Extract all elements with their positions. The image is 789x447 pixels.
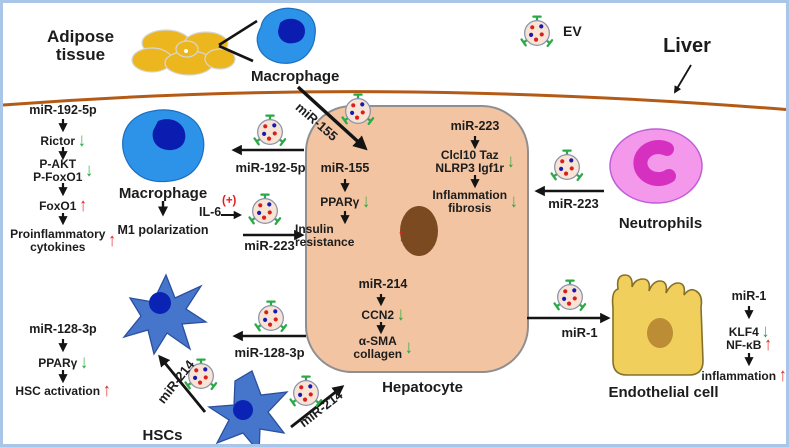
liver-pointer-arrow — [674, 64, 692, 94]
ev-icon — [553, 279, 587, 312]
hepatocyte-label: Hepatocyte — [382, 379, 463, 396]
mir128-arrow-label: miR-128-3p — [234, 345, 305, 360]
pathway-mir192-foxo1: FoxO1 ↑ — [39, 194, 87, 216]
ev-icon — [550, 149, 584, 182]
pathway-mir128-start: miR-128-3p — [29, 322, 97, 336]
pathway-mir192-rictor: Rictor ↓ — [40, 129, 86, 151]
neutrophils-label: Neutrophils — [618, 215, 703, 232]
adipose-tissue-label: Adipose tissue — [46, 27, 115, 64]
mir223-neutrophil-arrow-label: miR-223 — [548, 196, 599, 211]
pathway-mir192-cytokines: Proinflammatory cytokines ↑ — [10, 227, 116, 255]
hsc-cell-upper — [122, 273, 208, 356]
pathway-mir192-start: miR-192-5p — [29, 103, 97, 117]
pathway-mir192-pakt: P-AKT P-FoxO1 ↓ — [33, 157, 93, 185]
pathway-mir128-ppar: PPARγ ↓ — [38, 351, 88, 373]
pathway-mir223-targets: Clcl10 Taz NLRP3 Igf1r ↓ — [435, 148, 515, 176]
hepatocyte-nucleus — [400, 206, 438, 256]
pathway-mir1-start: miR-1 — [731, 289, 767, 303]
mir223-mac-arrow-label: miR-223 — [244, 238, 295, 253]
ev-icon — [520, 15, 554, 48]
macrophage-top-label: Macrophage — [251, 68, 340, 85]
pathway-mir223-effect: Inflammation fibrosis ↓ — [432, 188, 518, 216]
pathway-mir1-klf4: KLF4 ↓ — [728, 320, 770, 342]
macrophage-liver-label: Macrophage — [118, 185, 208, 202]
diagram-graphics — [3, 7, 786, 444]
pathway-mir223-start: miR-223 — [450, 119, 500, 133]
pathway-mir155-ppar: PPARγ ↓ — [320, 190, 370, 212]
ev-icon — [248, 193, 282, 226]
pathway-mir214-ccn2: CCN2 ↓ — [361, 303, 405, 325]
macrophage-top-cell — [256, 7, 316, 64]
ev-icon — [254, 300, 288, 333]
pathway-mir214-start: miR-214 — [358, 277, 408, 291]
arrow-mir214-to-hsc — [158, 354, 207, 413]
adipose-tissue-cells — [131, 29, 236, 76]
hscs-label: HSCs — [142, 427, 183, 444]
macrophage-liver-cell — [122, 109, 205, 183]
liver-boundary-line — [3, 90, 786, 112]
endothelial-cell — [611, 274, 704, 376]
pathway-mir1-inflammation: inflammation ↑ — [701, 364, 787, 386]
hsc-cell-lower — [207, 370, 289, 444]
pathway-mir1-nfkb: NF-κB ↑ — [726, 333, 772, 355]
pathway-mir214-sma: α-SMA collagen ↓ — [353, 334, 413, 362]
pathway-mir155-start: miR-155 — [320, 161, 370, 175]
ev-label: EV — [563, 23, 582, 39]
neutrophil-cell — [609, 128, 703, 204]
il6-label: IL-6 — [199, 205, 222, 219]
adipose-macrophage-connector — [218, 19, 258, 63]
liver-label: Liver — [663, 35, 711, 57]
ev-icon — [341, 93, 375, 126]
pathway-mir155-insulin: Insulin resistance ↑ — [295, 222, 405, 250]
pathway-mir128-activation: HSC activation ↑ — [15, 379, 111, 401]
arrow-lines — [58, 64, 754, 429]
endothelial-label: Endothelial cell — [608, 384, 719, 401]
m1-polarization-label: M1 polarization — [117, 223, 209, 237]
arrow-mir155 — [296, 85, 368, 151]
il6-plus-label: (+) — [222, 195, 237, 207]
ev-icon — [253, 114, 287, 147]
mir1-arrow-label: miR-1 — [561, 325, 598, 340]
mir192-arrow-label: miR-192-5p — [235, 160, 306, 175]
